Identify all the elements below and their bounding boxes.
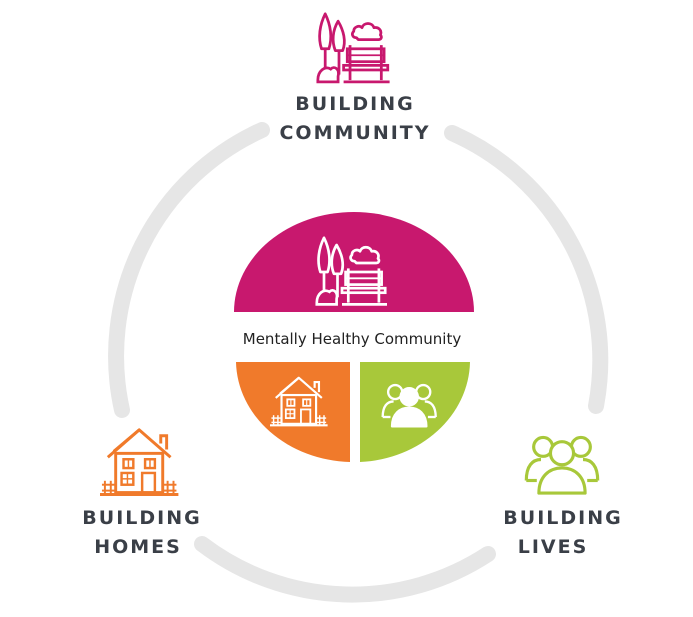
pillar-homes: BUILDING HOMES [82,428,201,558]
pillar-lives-line2: LIVES [518,536,589,558]
house-icon [98,428,180,496]
pillar-lives: BUILDING LIVES [503,435,622,558]
pillar-homes-line2: HOMES [94,536,182,558]
pillar-community-line2: COMMUNITY [279,122,430,144]
central-circle: Mentally Healthy Community [234,212,474,462]
pillar-homes-line1: BUILDING [82,507,201,529]
ring-arc-bottom [194,536,496,603]
ring-arc-left [108,122,270,418]
pillar-lives-line1: BUILDING [503,507,622,529]
center-label: Mentally Healthy Community [243,330,462,348]
outer-ring [108,122,609,603]
park-bench-trees-cloud-icon [316,12,391,84]
ring-arc-right [444,125,609,414]
pillar-community-line1: BUILDING [295,93,414,115]
homes-segment [236,362,350,462]
pillar-community: BUILDING COMMUNITY [279,12,430,144]
people-group-icon [524,435,600,495]
